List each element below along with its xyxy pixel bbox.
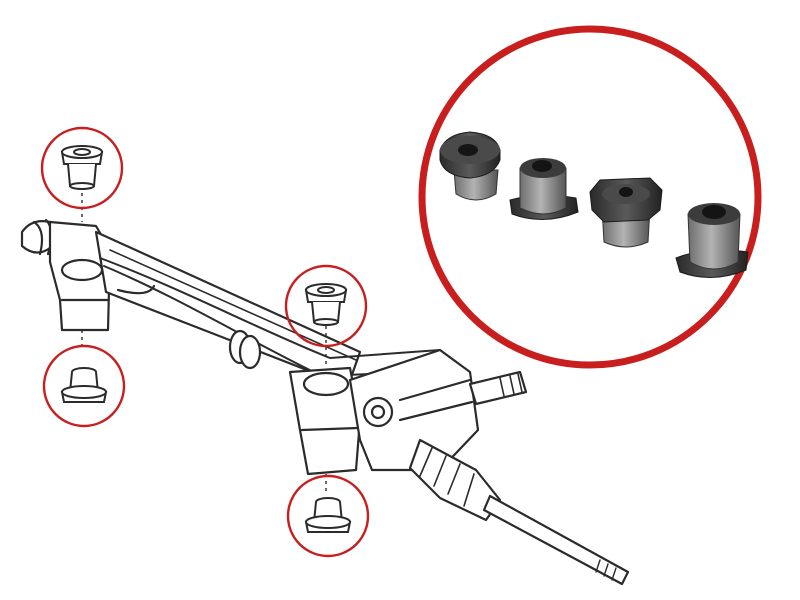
photo-bushing-4 bbox=[675, 203, 749, 279]
tie-rod bbox=[482, 494, 630, 586]
bushing-base-icon bbox=[304, 497, 352, 533]
hydraulic-line-upper bbox=[99, 257, 441, 359]
photo-bushing-1 bbox=[439, 131, 501, 201]
steering-rack-drawing bbox=[20, 218, 630, 586]
right-boot bbox=[408, 438, 502, 522]
callout-bottom-center bbox=[286, 474, 370, 558]
callout-top-left bbox=[40, 126, 124, 210]
bushing-photo-inset bbox=[418, 25, 762, 369]
bushing-cap-icon bbox=[60, 145, 104, 190]
input-shaft bbox=[468, 370, 528, 406]
hydraulic-line-lower bbox=[103, 265, 421, 377]
callout-bottom-left bbox=[42, 344, 126, 428]
photo-bushing-2 bbox=[509, 158, 579, 221]
right-mount-housing bbox=[288, 366, 362, 476]
photo-bushing-3 bbox=[589, 177, 663, 248]
bushing-base-icon bbox=[60, 367, 108, 403]
callout-top-center bbox=[284, 264, 368, 348]
bushing-cap-icon bbox=[304, 283, 348, 326]
valve-body bbox=[348, 348, 480, 472]
